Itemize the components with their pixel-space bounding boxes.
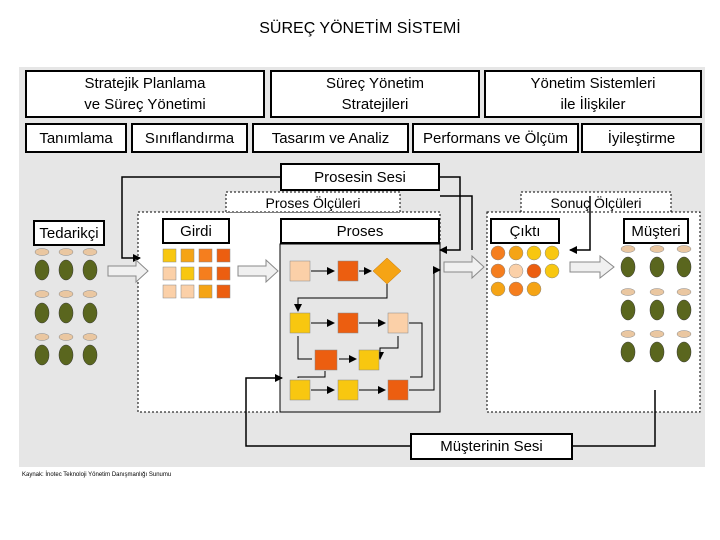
- box-line: ile İlişkiler: [560, 96, 626, 113]
- output-box: Çıktı: [490, 218, 560, 244]
- input-items: [162, 248, 231, 299]
- box-line: Yönetim Sistemleri: [530, 75, 656, 92]
- box-line: Stratejik Planlama: [84, 75, 206, 92]
- customer-box: Müşteri: [623, 218, 689, 244]
- category-tasarim: Tasarım ve Analiz: [252, 123, 409, 153]
- arrow-supplier-to-input: [107, 258, 149, 284]
- supplier-box: Tedarikçi: [33, 220, 105, 246]
- box-strategic-planning: Stratejik Planlama ve Süreç Yönetimi: [25, 70, 265, 118]
- customer-items: [620, 245, 692, 363]
- supplier-items: [34, 248, 98, 366]
- process-steps: [289, 257, 409, 401]
- voice-of-process-box: Prosesin Sesi: [280, 163, 440, 191]
- output-items: [490, 245, 560, 297]
- voice-of-customer-line: [245, 374, 410, 447]
- input-box: Girdi: [162, 218, 230, 244]
- box-process-strategies: Süreç Yönetim Stratejileri: [270, 70, 480, 118]
- process-measures-label: Proses Ölçüleri: [265, 194, 361, 211]
- source-note: Kaynak: İnotec Teknoloji Yönetim Danışma…: [22, 472, 172, 478]
- voice-of-customer-box: Müşterinin Sesi: [410, 433, 573, 460]
- box-management-systems: Yönetim Sistemleri ile İlişkiler: [484, 70, 702, 118]
- process-label-box: Proses: [280, 218, 440, 244]
- result-measures-region: [486, 211, 701, 413]
- category-iyilestirme: İyileştirme: [581, 123, 702, 153]
- category-siniflandirma: Sınıflandırma: [131, 123, 248, 153]
- box-line: Stratejileri: [341, 96, 409, 113]
- page-title: SÜREÇ YÖNETİM SİSTEMİ: [259, 20, 461, 37]
- arrow-input-to-process: [237, 258, 279, 284]
- arrow-output-to-customer: [569, 254, 615, 280]
- process-flow: [294, 266, 441, 394]
- voice-of-process-line: [121, 176, 280, 262]
- box-line: Süreç Yönetim: [325, 75, 425, 92]
- result-measures-label: Sonuç Ölçüleri: [550, 194, 642, 211]
- box-line: ve Süreç Yönetimi: [84, 96, 206, 113]
- arrow-process-to-output: [443, 254, 485, 280]
- category-performans: Performans ve Ölçüm: [412, 123, 579, 153]
- category-tanimlama: Tanımlama: [25, 123, 127, 153]
